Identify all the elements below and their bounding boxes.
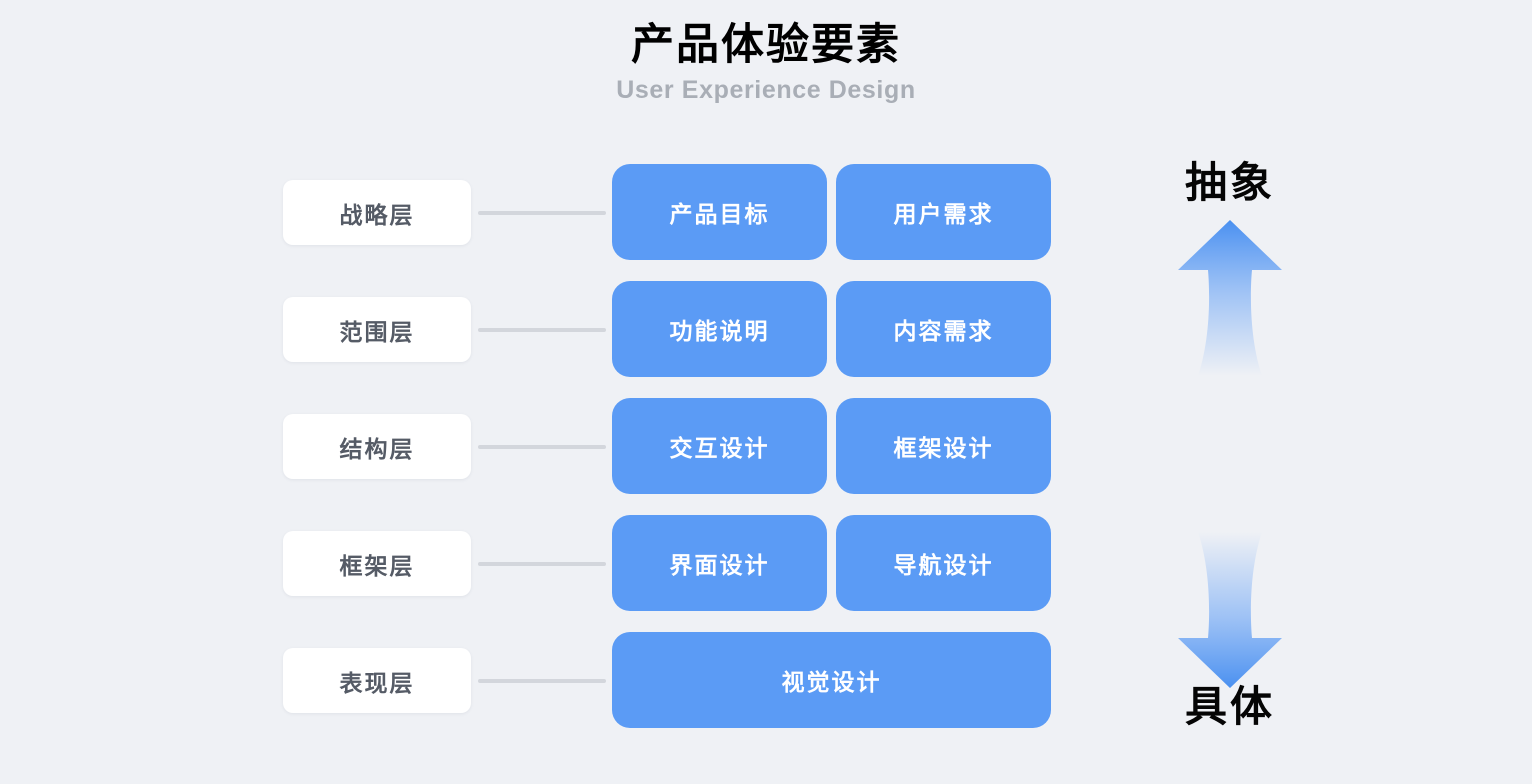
element-card-label: 导航设计 (893, 552, 994, 578)
connector-line (478, 679, 606, 683)
element-card[interactable]: 产品目标 (612, 164, 827, 260)
element-card-label: 功能说明 (669, 318, 770, 344)
layer-card[interactable]: 框架层 (283, 531, 471, 596)
element-card-label: 交互设计 (669, 435, 770, 461)
element-card[interactable]: 框架设计 (836, 398, 1051, 494)
layer-card-label: 框架层 (339, 552, 415, 579)
page-title: 产品体验要素 (631, 21, 901, 69)
element-card-label: 内容需求 (893, 318, 994, 344)
element-card[interactable]: 交互设计 (612, 398, 827, 494)
element-card[interactable]: 界面设计 (612, 515, 827, 611)
element-card[interactable]: 导航设计 (836, 515, 1051, 611)
arrow-down-icon (1166, 530, 1294, 695)
element-card[interactable]: 用户需求 (836, 164, 1051, 260)
element-card[interactable]: 视觉设计 (612, 632, 1051, 728)
layer-card-label: 表现层 (339, 669, 415, 696)
axis-label-abstract: 抽象 (1184, 159, 1275, 206)
layer-card-label: 结构层 (339, 435, 415, 462)
element-card-label: 产品目标 (669, 201, 770, 227)
connector-line (478, 328, 606, 332)
element-card-label: 用户需求 (893, 201, 994, 227)
diagram-row: 范围层 功能说明 内容需求 (0, 281, 1532, 377)
element-card-label: 界面设计 (669, 552, 770, 578)
layer-card[interactable]: 战略层 (283, 180, 471, 245)
layer-card[interactable]: 表现层 (283, 648, 471, 713)
page-header: 产品体验要素 User Experience Design (0, 0, 1532, 105)
element-card-label: 框架设计 (893, 435, 994, 461)
element-card[interactable]: 功能说明 (612, 281, 827, 377)
element-card[interactable]: 内容需求 (836, 281, 1051, 377)
layer-card[interactable]: 结构层 (283, 414, 471, 479)
diagram-row: 框架层 界面设计 导航设计 (0, 515, 1532, 611)
diagram-row: 结构层 交互设计 框架设计 (0, 398, 1532, 494)
abstraction-axis: 抽象 具体 (1130, 0, 1330, 784)
axis-label-concrete: 具体 (1184, 683, 1275, 730)
diagram-row: 表现层 视觉设计 (0, 632, 1532, 728)
page-subtitle: User Experience Design (616, 76, 916, 105)
connector-line (478, 211, 606, 215)
connector-line (478, 445, 606, 449)
layer-card-label: 战略层 (339, 201, 415, 228)
arrow-up-icon (1166, 218, 1294, 383)
layer-card-label: 范围层 (339, 318, 415, 345)
element-card-label: 视觉设计 (781, 669, 882, 695)
connector-line (478, 562, 606, 566)
diagram-row: 战略层 产品目标 用户需求 (0, 164, 1532, 260)
layer-card[interactable]: 范围层 (283, 297, 471, 362)
